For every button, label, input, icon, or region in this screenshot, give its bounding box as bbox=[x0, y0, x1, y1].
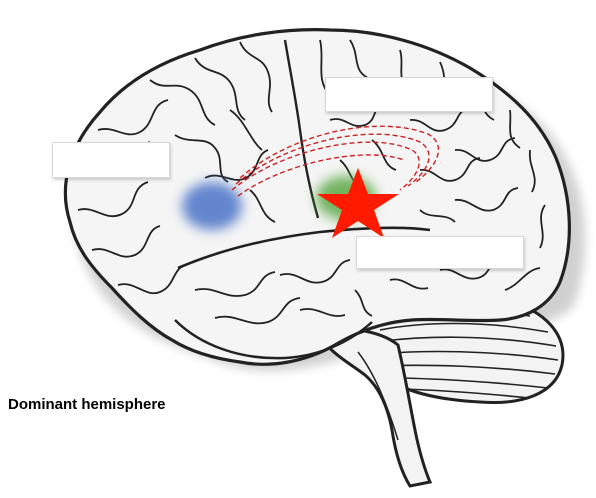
fiber-tract-lines bbox=[231, 125, 440, 197]
blank-label-box-right[interactable] bbox=[356, 236, 524, 269]
blank-label-box-top[interactable] bbox=[325, 77, 493, 112]
blank-label-box-left[interactable] bbox=[52, 142, 170, 178]
hemisphere-caption: Dominant hemisphere bbox=[8, 396, 166, 413]
star-marker-icon bbox=[317, 168, 399, 238]
frontal-region-highlight bbox=[182, 182, 242, 230]
brainstem bbox=[316, 326, 433, 488]
